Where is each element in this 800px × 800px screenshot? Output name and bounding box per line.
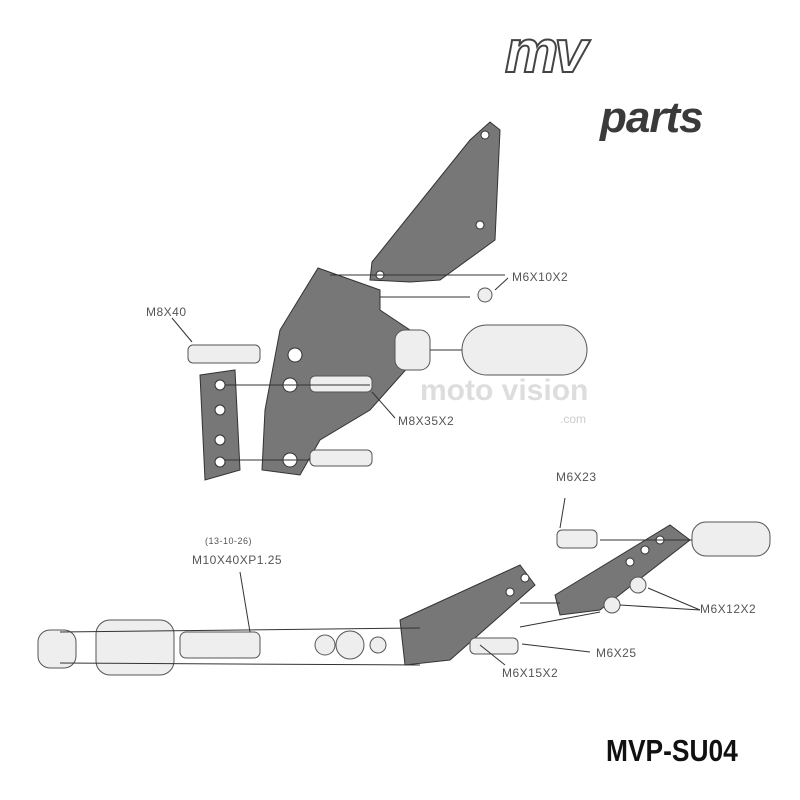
label-m6x23: M6X23 xyxy=(556,470,597,484)
logo-parts: parts xyxy=(600,93,704,142)
washer xyxy=(369,636,387,654)
pivot-end-cap xyxy=(37,629,77,669)
upper-lever-arm xyxy=(554,524,691,616)
watermark-domain: .com xyxy=(560,412,587,426)
pivot-housing xyxy=(95,619,175,676)
watermark-brand: moto vision xyxy=(420,374,589,407)
main-rearset-plate xyxy=(261,267,411,476)
bolt-m6x12-b xyxy=(603,596,621,614)
lower-link-plate xyxy=(199,369,241,481)
bolt-m8x35-a xyxy=(309,375,373,393)
label-m6x15x2: M6X15X2 xyxy=(502,666,559,680)
bolt-m6x25 xyxy=(469,637,519,655)
pivot-spacer xyxy=(394,329,431,371)
label-m6x10x2: M6X10X2 xyxy=(512,270,569,284)
footpeg-lower xyxy=(691,521,771,557)
bolt-m6x23 xyxy=(556,529,598,549)
product-code: MVP-SU04 xyxy=(606,733,738,768)
label-thread-note: (13-10-26) xyxy=(205,536,253,546)
footpeg-upper xyxy=(461,324,588,376)
upper-bracket-plate xyxy=(369,121,501,283)
bolt-m8x35-b xyxy=(309,449,373,467)
label-m6x12x2: M6X12X2 xyxy=(700,602,757,616)
rod-end xyxy=(335,630,365,660)
bolt-m6x12-a xyxy=(629,576,647,594)
bolt-m10x40 xyxy=(179,631,261,659)
nut xyxy=(314,634,336,656)
label-m8x40: M8X40 xyxy=(146,305,187,319)
label-m8x35x2: M8X35X2 xyxy=(398,414,455,428)
logo-mv: mv xyxy=(504,17,589,86)
label-m10x40: M10X40XP1.25 xyxy=(192,553,283,567)
bolt-m8x40 xyxy=(187,344,261,364)
bolt-m6x10 xyxy=(477,287,493,303)
label-m6x25: M6X25 xyxy=(596,646,637,660)
lower-lever-arm xyxy=(399,564,536,666)
